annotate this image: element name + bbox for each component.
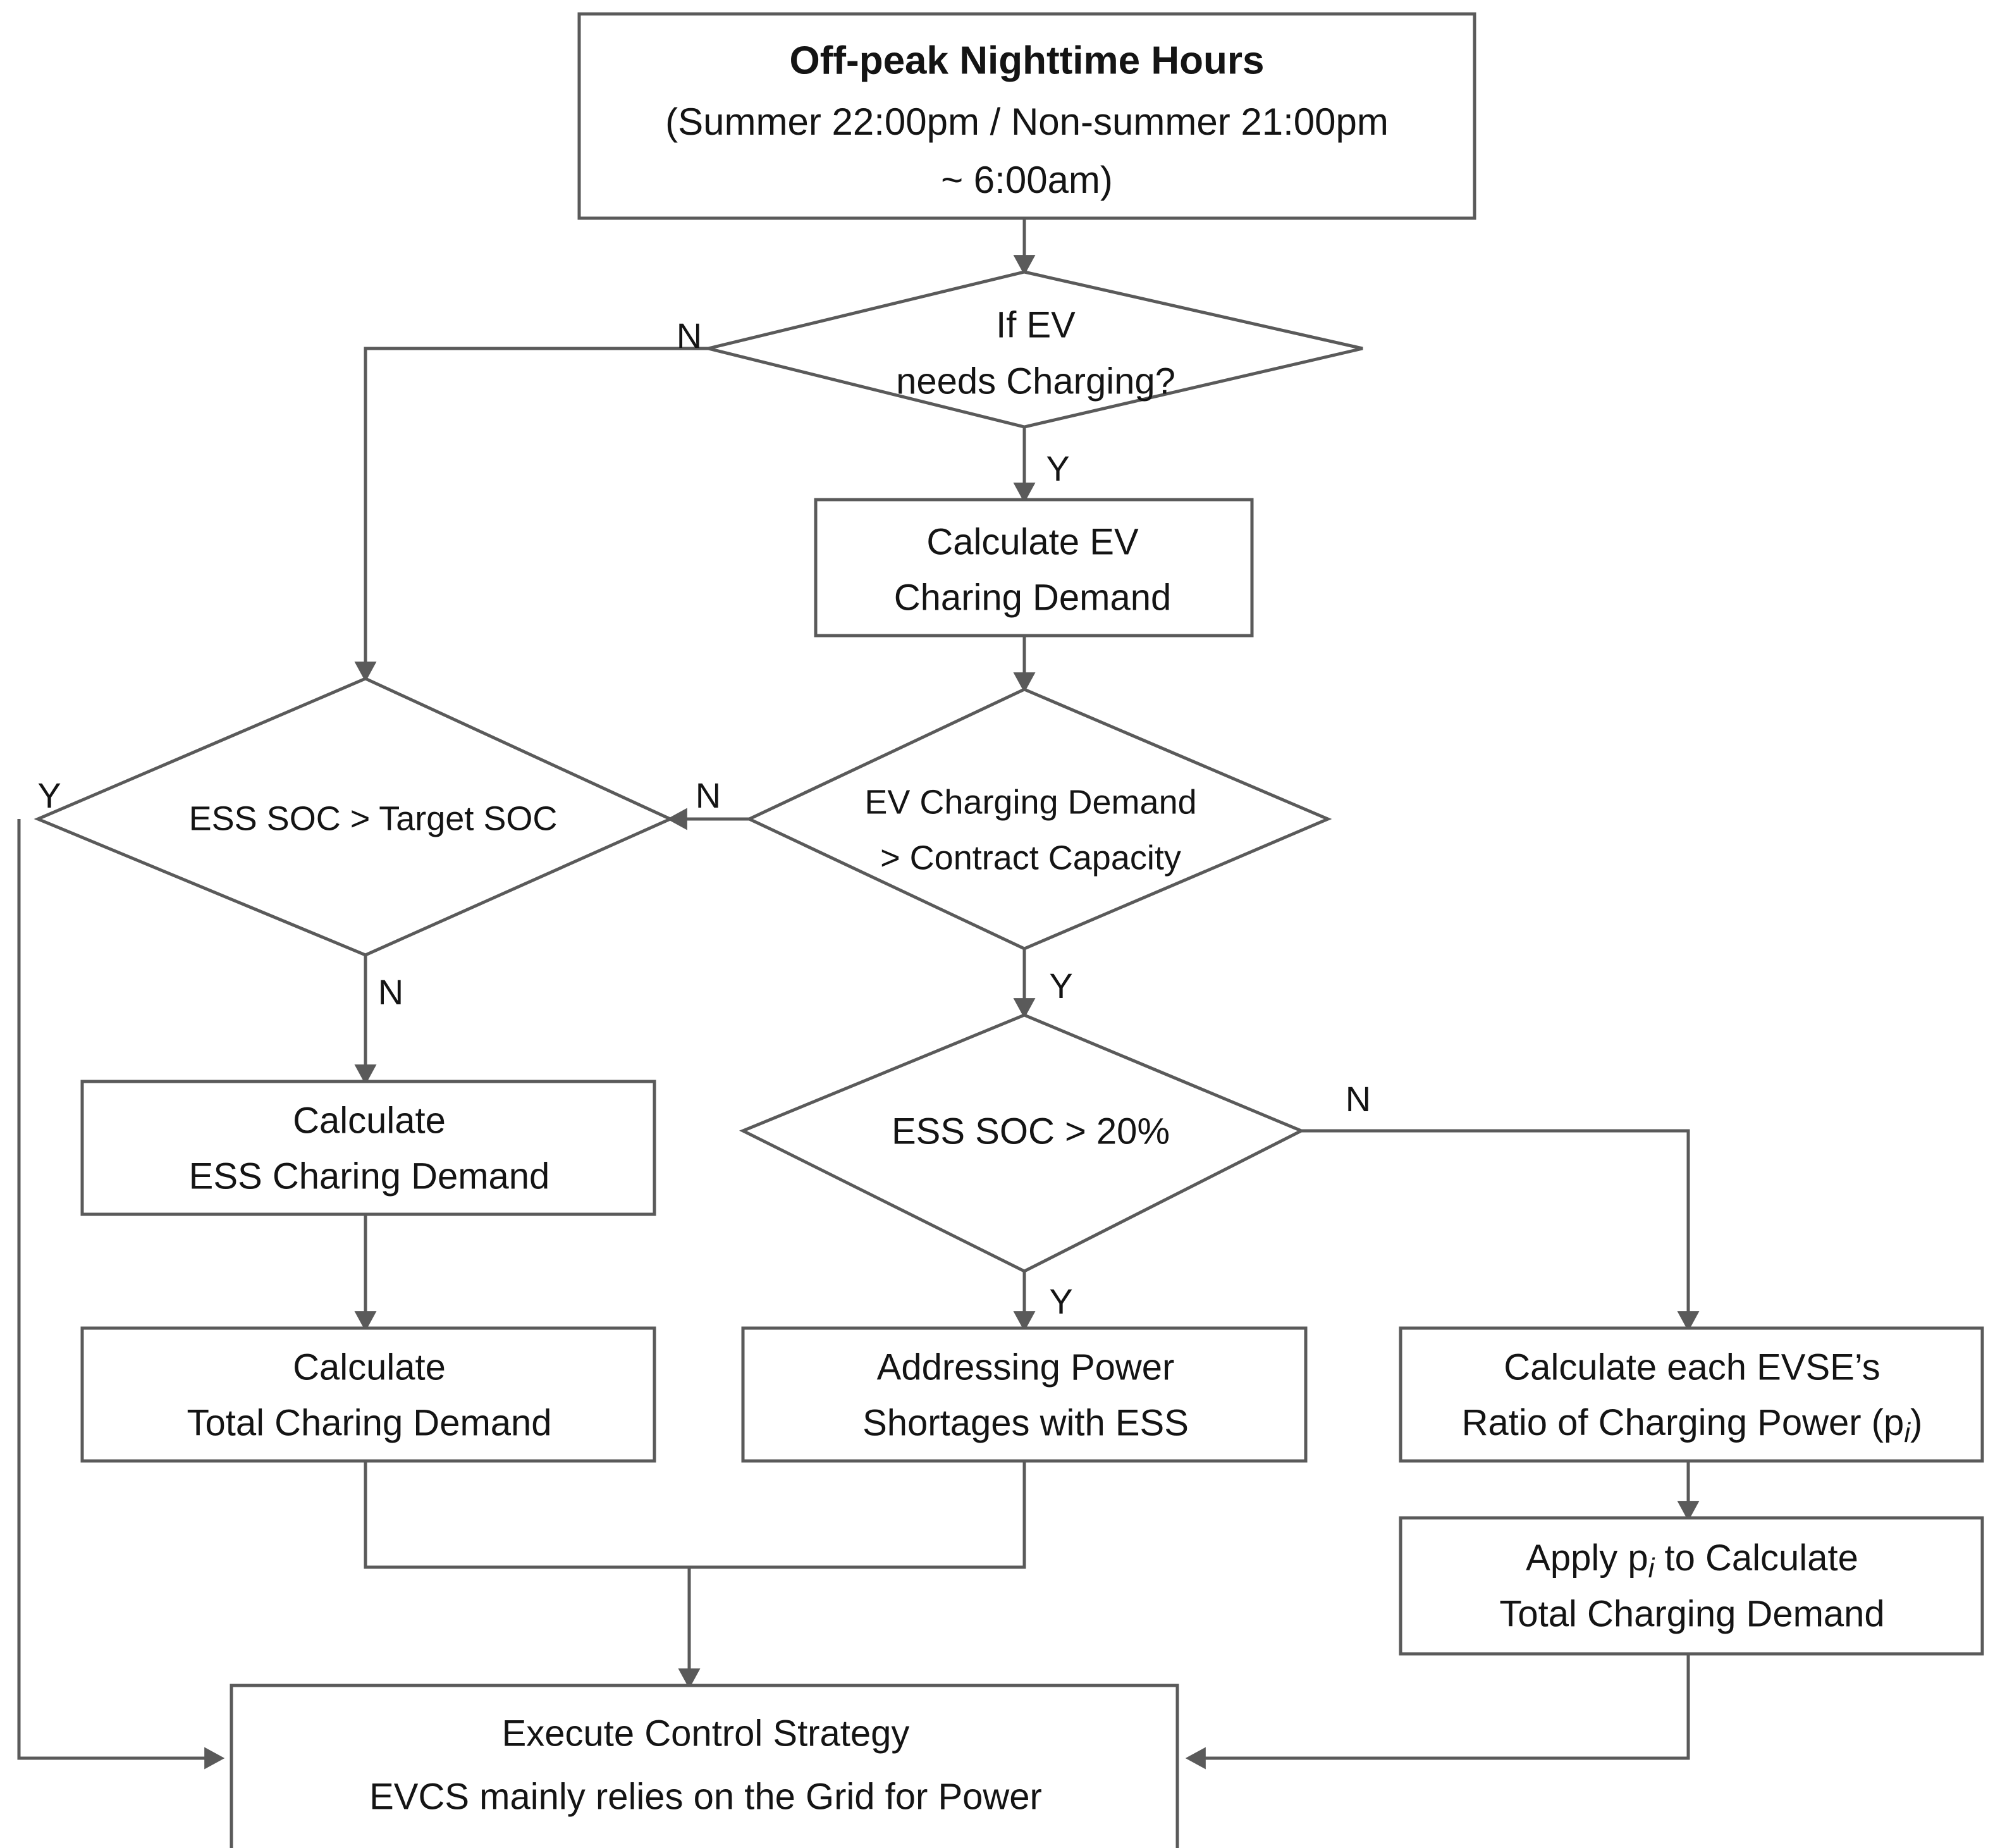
- node-ess-soc-20-line1: ESS SOC > 20%: [892, 1111, 1170, 1152]
- branch-label-ev-no: N: [677, 316, 702, 355]
- node-demand-vs-capacity-diamond[interactable]: [745, 687, 1332, 951]
- connector-apply-pi-to-execute: [1185, 1654, 1690, 1770]
- node-apply-pi-box[interactable]: [1399, 1516, 1984, 1656]
- node-apply-pi-line1-pre: Apply p: [1526, 1537, 1648, 1579]
- node-calc-ev-demand-line2: Charing Demand: [894, 577, 1171, 618]
- branch-label-ess-target-yes: Y: [37, 775, 61, 815]
- branch-label-capacity-yes: Y: [1049, 966, 1072, 1006]
- connector-ev-no-to-ess-target: [354, 347, 708, 682]
- branch-label-ev-yes: Y: [1046, 448, 1069, 488]
- node-calc-evse-ratio-box[interactable]: [1399, 1326, 1984, 1463]
- node-calc-evse-ratio-line2-pre: Ratio of Charging Power (p: [1462, 1402, 1905, 1443]
- node-addressing-shortage-box[interactable]: [741, 1326, 1308, 1463]
- node-calc-ev-demand-line1: Calculate EV: [926, 521, 1139, 562]
- node-apply-pi-line2: Total Charging Demand: [1499, 1593, 1884, 1634]
- branch-label-ess20-no: N: [1346, 1079, 1371, 1119]
- node-ev-needs-charging-line1: If EV: [996, 304, 1076, 345]
- node-addressing-shortage-line1: Addressing Power: [877, 1346, 1175, 1388]
- node-demand-vs-capacity-line2: > Contract Capacity: [880, 839, 1181, 877]
- node-execute-control-line2: EVCS mainly relies on the Grid for Power: [369, 1776, 1042, 1817]
- node-demand-vs-capacity-line1: EV Charging Demand: [864, 783, 1196, 821]
- node-apply-pi-line1: Apply pi to Calculate: [1526, 1537, 1858, 1583]
- branch-label-capacity-no: N: [696, 775, 721, 815]
- node-start-box[interactable]: [577, 12, 1476, 220]
- node-ess-soc-target-line1: ESS SOC > Target SOC: [189, 799, 558, 837]
- node-calc-total-demand-line1: Calculate: [293, 1346, 446, 1388]
- branch-label-ess-target-no: N: [378, 972, 403, 1012]
- node-start-line3: ~ 6:00am): [941, 159, 1113, 201]
- node-calc-ess-demand-box[interactable]: [80, 1080, 656, 1216]
- branch-label-ess20-yes: Y: [1049, 1281, 1072, 1321]
- node-calc-ev-demand-box[interactable]: [814, 498, 1254, 638]
- node-calc-evse-ratio-line2: Ratio of Charging Power (pi): [1462, 1402, 1923, 1448]
- node-execute-control-line1: Execute Control Strategy: [502, 1713, 910, 1754]
- node-ess-soc-target-diamond[interactable]: [34, 677, 675, 957]
- node-calc-evse-ratio-line2-sub: i: [1904, 1417, 1911, 1448]
- node-calc-ess-demand-line2: ESS Charing Demand: [189, 1155, 550, 1197]
- connector-ess-target-yes-to-execute: [17, 819, 225, 1770]
- connector-total-demand-to-merge: [364, 1461, 689, 1569]
- connector-addressing-to-merge: [689, 1461, 1026, 1569]
- node-addressing-shortage-line2: Shortages with ESS: [862, 1402, 1189, 1443]
- node-calc-total-demand-line2: Total Charing Demand: [187, 1402, 551, 1443]
- node-execute-control-box[interactable]: [230, 1684, 1179, 1848]
- connector-ess20-no-to-evse-ratio: [1301, 1129, 1700, 1332]
- node-calc-evse-ratio-line1: Calculate each EVSE’s: [1504, 1346, 1880, 1388]
- node-calc-ess-demand-line1: Calculate: [293, 1100, 446, 1141]
- node-calc-total-demand-box[interactable]: [80, 1326, 656, 1463]
- node-ev-needs-charging-line2: needs Charging?: [896, 360, 1175, 402]
- node-apply-pi-line1-sub: i: [1648, 1553, 1655, 1584]
- node-calc-evse-ratio-line2-post: ): [1910, 1402, 1922, 1443]
- node-start-line1: Off-peak Nighttime Hours: [790, 39, 1265, 82]
- node-apply-pi-line1-post: to Calculate: [1654, 1537, 1858, 1579]
- node-ess-soc-20-diamond[interactable]: [739, 1013, 1305, 1273]
- node-start-line2: (Summer 22:00pm / Non-summer 21:00pm: [665, 101, 1389, 143]
- node-ev-needs-charging-diamond[interactable]: [708, 270, 1363, 429]
